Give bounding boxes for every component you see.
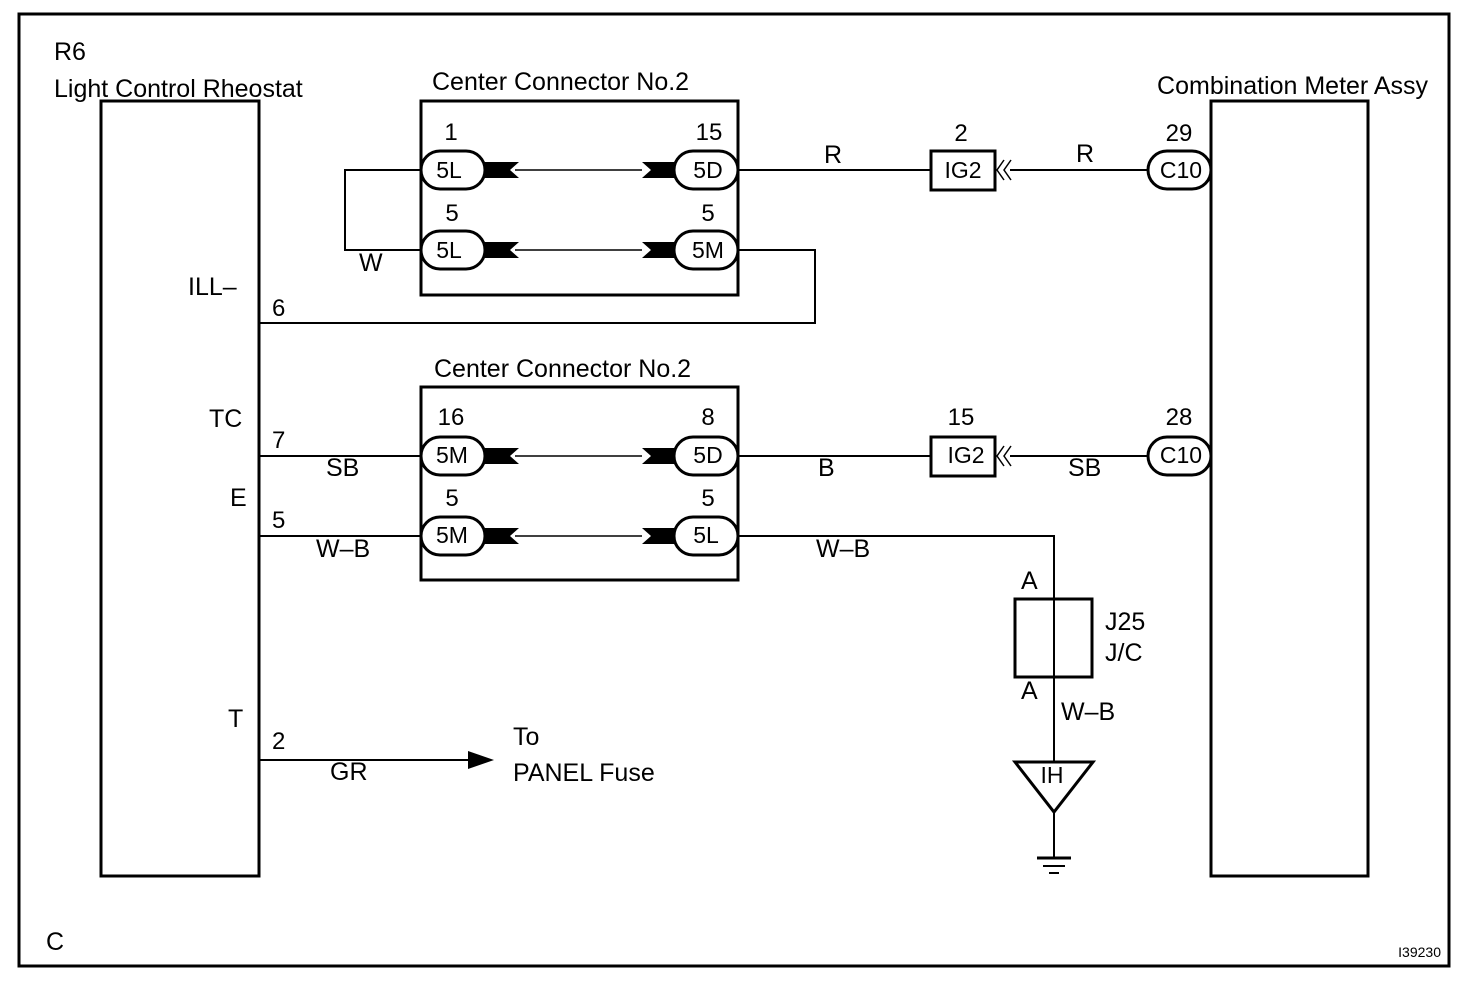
meter-pin-2-code: C10 [1160,442,1202,468]
connector-top-box [419,99,740,297]
conn-bottom-row-1-left-code: 5M [436,442,468,468]
conn-top-row-2: 5 5L 5 5M [419,200,740,271]
conn-bottom-row-2-right-pin: 5 [701,485,714,512]
pin-tc-label: TC [209,405,242,433]
meter-pin-2-number: 28 [1166,404,1193,431]
meter-connector-2: 28 C10 [1146,404,1213,477]
wire-color-r-1: R [824,141,842,169]
pin-t-label: T [228,705,243,733]
pin-ill-label: ILL– [188,273,237,301]
conn-top-row-2-right-code: 5M [692,237,724,263]
ig2-2-pin: 15 [948,404,975,431]
rheostat-name: Light Control Rheostat [54,75,303,103]
panel-fuse-line2: PANEL Fuse [513,759,655,787]
pin-e-label: E [230,484,247,512]
ig2-connector-2: 15 IG2 [929,404,1012,478]
pin-ill-number: 6 [272,295,285,322]
conn-top-row-1-left-pin: 1 [444,119,457,146]
junction-j25: A A J25 J/C [1013,567,1145,705]
meter-pin-1-code: C10 [1160,157,1202,183]
wire-color-w: W [359,249,383,277]
ig2-connector-1: 2 IG2 [929,120,1012,192]
junction-top-pin: A [1021,567,1038,595]
junction-name: J25 [1105,608,1145,636]
panel-fuse-line1: To [513,723,539,751]
connector-rows [515,169,642,537]
conn-top-row-1-right-code: 5D [693,157,722,183]
connector-bottom-box [419,385,740,582]
pin-tc-number: 7 [272,427,285,454]
conn-bottom-row-2-right-code: 5L [693,522,719,548]
ig2-2-code: IG2 [947,442,984,468]
wire-color-sb-right: SB [1068,454,1101,482]
connector-top-title: Center Connector No.2 [432,68,689,96]
wire-color-r-2: R [1076,140,1094,168]
wire-color-wb-right: W–B [816,535,870,563]
ground-label: IH [1041,762,1064,788]
pin-e-number: 5 [272,507,285,534]
wire-color-sb-left: SB [326,454,359,482]
conn-bottom-row-1: 16 5M 8 5D [419,404,740,477]
conn-top-row-2-left-pin: 5 [445,200,458,227]
junction-type: J/C [1105,639,1143,667]
meter-box [1209,99,1370,878]
wire-color-wb-left: W–B [316,535,370,563]
wire-color-b: B [818,454,835,482]
panel-fuse-arrow [468,751,494,769]
conn-bottom-row-2-left-code: 5M [436,522,468,548]
ground-ih: IH [1011,760,1097,874]
conn-top-row-1-right-pin: 15 [696,119,723,146]
rheostat-ref: R6 [54,38,86,66]
ig2-1-code: IG2 [944,157,981,183]
conn-bottom-row-1-right-pin: 8 [701,404,714,431]
conn-top-row-1: 1 5L 15 5D [419,119,740,191]
pin-t-number: 2 [272,728,285,755]
corner-code: C [46,928,64,956]
conn-bottom-row-2: 5 5M 5 5L [419,485,740,557]
ig2-1-pin: 2 [954,120,967,147]
figure-id: I39230 [1398,944,1441,960]
meter-name: Combination Meter Assy [1157,72,1428,100]
conn-top-row-2-right-pin: 5 [701,200,714,227]
junction-bottom-pin: A [1021,677,1038,705]
meter-connector-1: 29 C10 [1146,120,1213,191]
conn-top-row-2-left-code: 5L [436,237,462,263]
rheostat-box [99,99,261,878]
wire-color-gr: GR [330,758,368,786]
conn-bottom-row-2-left-pin: 5 [445,485,458,512]
wires [259,169,1148,858]
conn-bottom-row-1-left-pin: 16 [438,404,465,431]
connector-bottom-title: Center Connector No.2 [434,355,691,383]
wire-color-wb-ground: W–B [1061,698,1115,726]
outer-frame [17,12,1451,968]
conn-bottom-row-1-right-code: 5D [693,442,722,468]
conn-top-row-1-left-code: 5L [436,157,462,183]
meter-pin-1-number: 29 [1166,120,1193,147]
